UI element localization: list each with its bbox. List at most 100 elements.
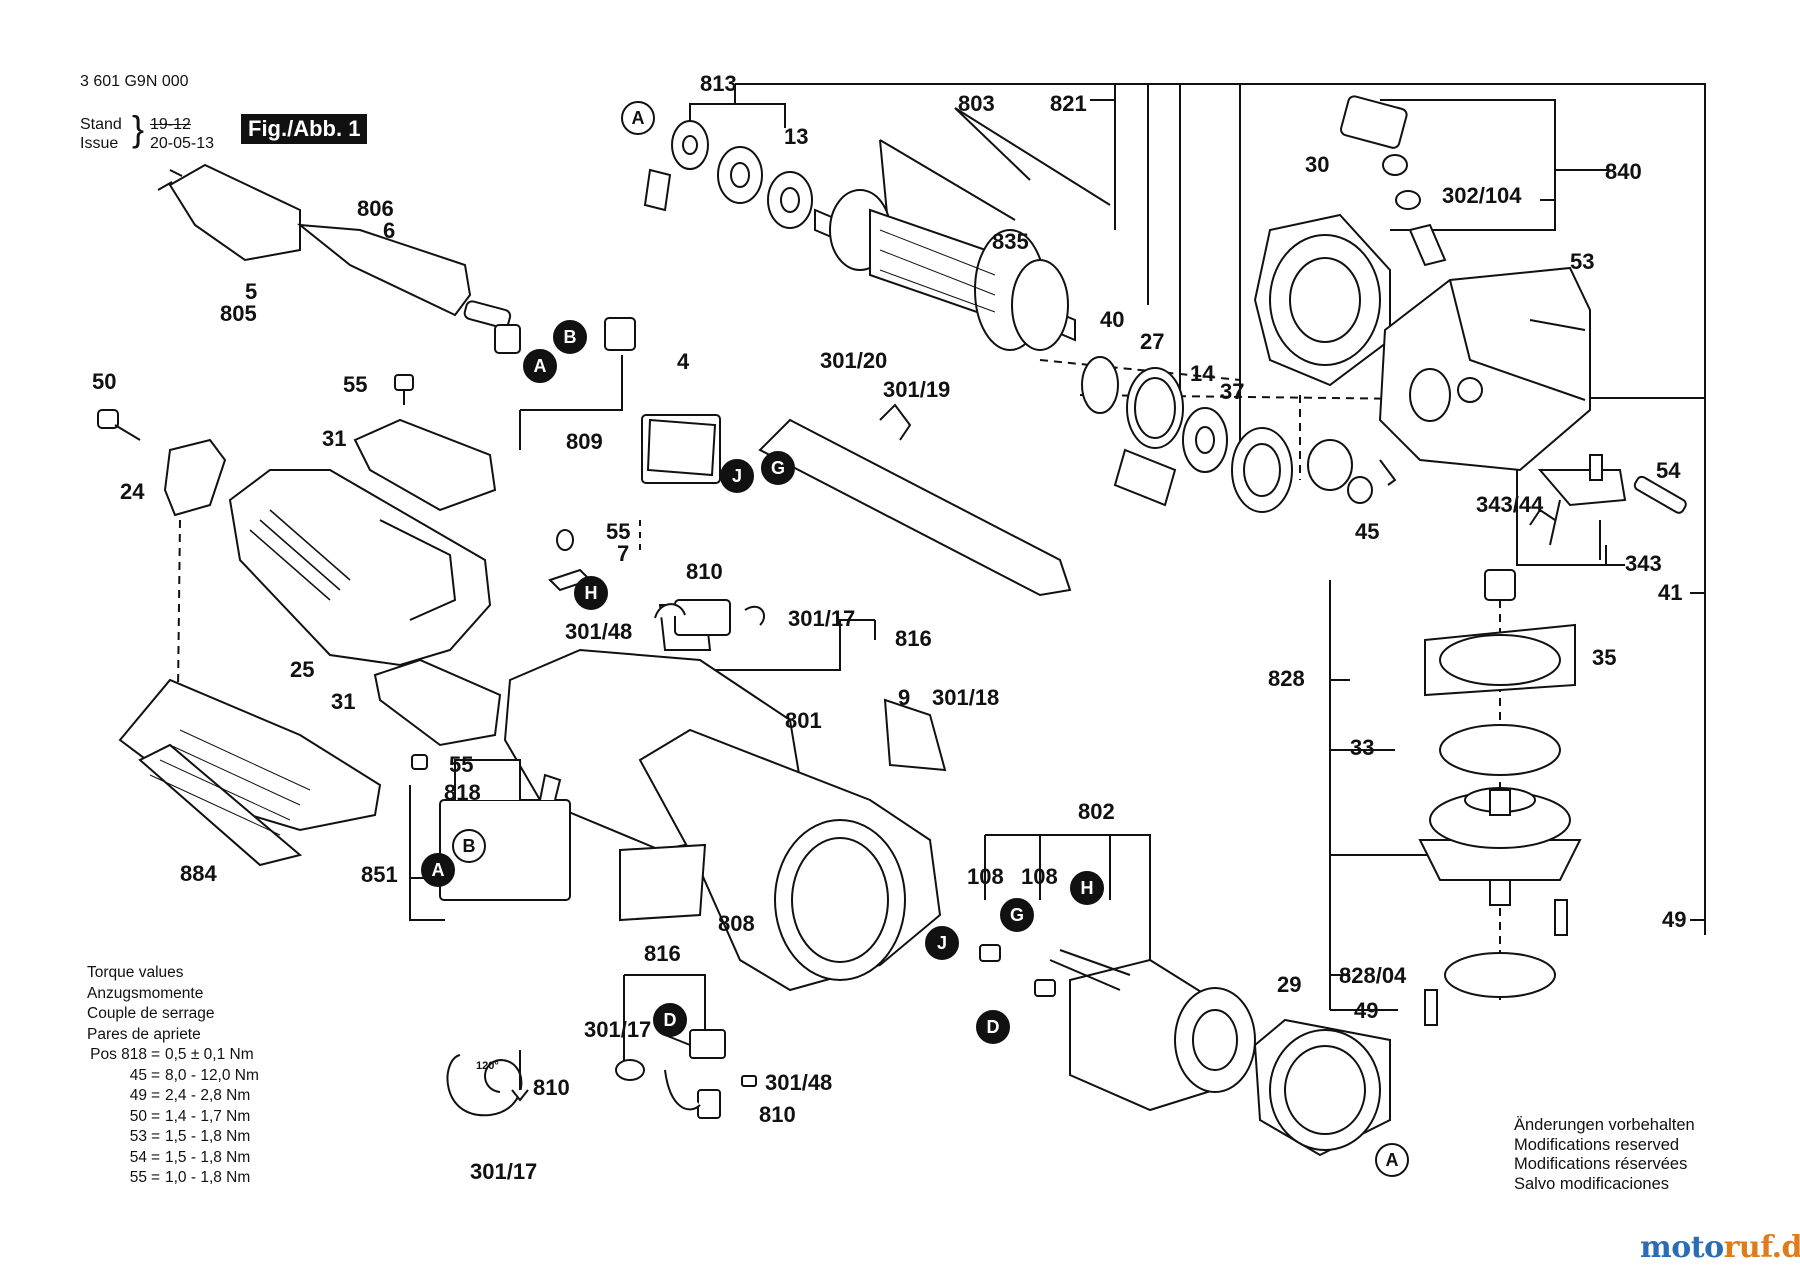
note-de: Änderungen vorbehalten — [1514, 1116, 1695, 1134]
stand-label: Stand — [80, 116, 122, 133]
part-label: 29 — [1277, 972, 1302, 997]
torque-value: 1,5 - 1,8 Nm — [165, 1128, 251, 1145]
part-label: 5 — [245, 279, 258, 304]
torque-value: 1,5 - 1,8 Nm — [165, 1148, 251, 1166]
torque-value: 1,4 - 1,7 Nm — [165, 1107, 251, 1125]
part-label: 302/104 — [1442, 183, 1522, 208]
torque-pos: 45 — [129, 1066, 147, 1084]
part-label: 31 — [331, 689, 356, 714]
torque-value: 8,0 - 12,0 Nm — [165, 1066, 259, 1084]
part-label: 801 — [785, 708, 822, 733]
part-label: 301/17 — [788, 606, 856, 631]
part-label: 24 — [120, 479, 145, 504]
part-label: 301/18 — [932, 685, 1000, 710]
callout-marker: A — [1375, 1143, 1409, 1177]
torque-row: Pos 818=0,5 ± 0,1 Nm — [87, 1045, 259, 1066]
part-label: 13 — [784, 124, 809, 149]
part-label: 301/17 — [470, 1159, 538, 1184]
part-label: 818 — [444, 780, 481, 805]
callout-marker: H — [1070, 871, 1104, 905]
part-label: 840 — [1605, 159, 1642, 184]
part-label: 828/04 — [1339, 963, 1407, 988]
torque-row: 50=1,4 - 1,7 Nm — [87, 1107, 259, 1128]
watermark-logo: motoruf.de — [1640, 1230, 1800, 1265]
part-label: 810 — [533, 1075, 570, 1100]
watermark-text: ruf.de — [1723, 1230, 1800, 1265]
part-label: 851 — [361, 862, 398, 887]
callout-marker: G — [1000, 898, 1034, 932]
part-label: 55 — [343, 372, 368, 397]
brace-glyph: } — [132, 108, 145, 149]
callout-marker: G — [761, 451, 795, 485]
part-label: 53 — [1570, 249, 1595, 274]
part-label: 810 — [759, 1102, 796, 1127]
torque-value: 0,5 ± 0,1 Nm — [165, 1046, 254, 1063]
part-label: 301/48 — [765, 1070, 833, 1095]
part-label: 108 — [1021, 864, 1058, 889]
part-label: 802 — [1078, 799, 1115, 824]
part-label: 828 — [1268, 666, 1305, 691]
torque-row: 45=8,0 - 12,0 Nm — [87, 1066, 259, 1087]
part-label: 108 — [967, 864, 1004, 889]
torque-row: 53=1,5 - 1,8 Nm — [87, 1127, 259, 1148]
torque-row: 54=1,5 - 1,8 Nm — [87, 1148, 259, 1169]
issue-value: 20-05-13 — [150, 135, 215, 152]
part-label: 806 — [357, 196, 394, 221]
callout-marker: B — [452, 829, 486, 863]
callout-marker: B — [553, 320, 587, 354]
callout-marker: A — [421, 853, 455, 887]
callout-marker: D — [976, 1010, 1010, 1044]
part-label: 816 — [895, 626, 932, 651]
torque-value: 2,4 - 2,8 Nm — [165, 1087, 251, 1104]
part-label: 884 — [180, 861, 217, 886]
torque-row: 49=2,4 - 2,8 Nm — [87, 1086, 259, 1107]
part-label: 35 — [1592, 645, 1617, 670]
torque-pos: 53 — [129, 1128, 147, 1145]
torque-value: 1,0 - 1,8 Nm — [165, 1169, 251, 1186]
part-label: 55 — [449, 752, 474, 777]
torque-pos: 55 — [129, 1169, 147, 1186]
torque-title-es: Pares de apriete — [87, 1025, 201, 1043]
part-label: 31 — [322, 426, 347, 451]
torque-values-table: Torque values Anzugsmomente Couple de se… — [87, 963, 259, 1189]
part-label: 45 — [1355, 519, 1380, 544]
note-es: Salvo modificaciones — [1514, 1174, 1669, 1193]
part-label: 49 — [1662, 907, 1687, 932]
part-label: 27 — [1140, 329, 1165, 354]
torque-row: 55=1,0 - 1,8 Nm — [87, 1168, 259, 1189]
callout-marker: A — [621, 101, 655, 135]
part-label: 821 — [1050, 91, 1087, 116]
callout-marker: H — [574, 576, 608, 610]
part-label: 301/17 — [584, 1017, 652, 1042]
part-label: 835 — [992, 229, 1029, 254]
stand-value: 19-12 — [150, 116, 191, 133]
part-label: 301/48 — [565, 619, 633, 644]
part-label: 37 — [1220, 379, 1245, 404]
part-label: 7 — [617, 541, 630, 566]
modification-notes: Änderungen vorbehalten Modifications res… — [1514, 1116, 1695, 1194]
part-label: 301/19 — [883, 377, 951, 402]
torque-pos: 54 — [129, 1148, 147, 1166]
part-label: 41 — [1658, 580, 1683, 605]
note-fr: Modifications réservées — [1514, 1155, 1688, 1173]
part-label: 808 — [718, 911, 755, 936]
part-label: 14 — [1190, 361, 1215, 386]
part-label: 6 — [383, 218, 396, 243]
part-label: 805 — [220, 301, 257, 326]
part-label: 40 — [1100, 307, 1125, 332]
part-label: 343/44 — [1476, 492, 1544, 517]
torque-pos: Pos 818 — [90, 1046, 147, 1063]
part-label: 343 — [1625, 551, 1662, 576]
angle-label: 120° — [476, 1060, 499, 1072]
torque-pos: 49 — [129, 1087, 147, 1104]
document-number: 3 601 G9N 000 — [80, 73, 189, 90]
part-label: 25 — [290, 657, 315, 682]
part-label: 816 — [644, 941, 681, 966]
part-label: 4 — [677, 349, 690, 374]
part-label: 803 — [958, 91, 995, 116]
part-label: 55 — [606, 519, 631, 544]
figure-label: Fig./Abb. 1 — [241, 114, 368, 144]
part-label: 813 — [700, 71, 737, 96]
